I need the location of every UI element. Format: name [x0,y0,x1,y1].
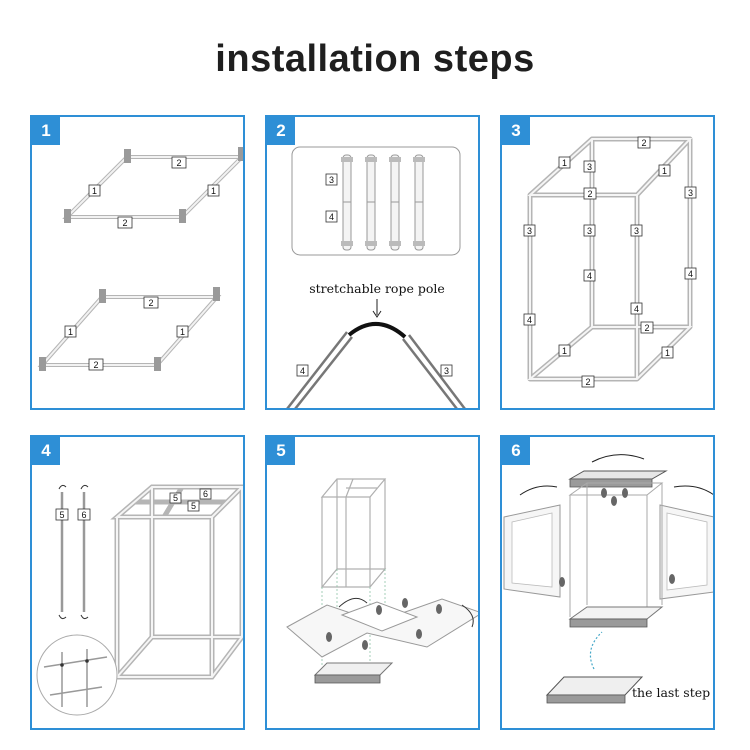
part-label: 1 [180,327,185,337]
part-label: 3 [587,162,592,172]
part-label: 4 [329,212,334,222]
part-label: 3 [634,226,639,236]
part-label: 2 [148,298,153,308]
part-label: 5 [59,510,64,520]
part-label: 6 [81,510,86,520]
rope-pole-caption: stretchable rope pole [309,281,445,296]
step-panel-3: 3 2 1 3 1 2 3 3 [500,115,715,410]
part-label: 2 [176,158,181,168]
part-label: 4 [634,304,639,314]
part-label: 1 [68,327,73,337]
part-label: 2 [641,138,646,148]
part-label: 3 [329,175,334,185]
part-label: 2 [587,189,592,199]
part-label: 4 [688,269,693,279]
step-panel-2: 2 3 4 stretchable rope pole [265,115,480,410]
part-label: 6 [203,489,208,499]
step-panel-4: 4 5 6 5 6 5 [30,435,245,730]
part-label: 3 [587,226,592,236]
step-badge: 2 [267,117,295,145]
part-label: 4 [300,366,305,376]
part-label: 1 [211,186,216,196]
step-badge: 4 [32,437,60,465]
step-2-illustration: 3 4 stretchable rope pole 4 3 [286,146,466,408]
last-step-caption: the last step [632,685,710,700]
step-badge: 1 [32,117,60,145]
step-badge: 3 [502,117,530,145]
step-3-illustration: 2 1 3 1 2 3 3 3 3 4 4 4 4 2 1 1 2 [523,136,697,388]
part-label: 5 [173,493,178,503]
part-label: 1 [662,166,667,176]
step-6-illustration: the last step [503,454,713,704]
step-panel-5: 5 [265,435,480,730]
part-label: 2 [644,323,649,333]
part-label: 5 [191,501,196,511]
page-title: installation steps [215,38,535,80]
step-badge: 6 [502,437,530,465]
part-label: 3 [688,188,693,198]
part-label: 1 [92,186,97,196]
step-badge: 5 [267,437,295,465]
part-label: 3 [527,226,532,236]
part-label: 2 [122,218,127,228]
part-label: 1 [562,158,567,168]
part-label: 1 [562,346,567,356]
part-label: 1 [665,348,670,358]
step-panel-6: 6 the last step [500,435,715,730]
step-5-illustration [286,478,478,684]
step-panel-1: 1 2 1 1 2 2 1 1 [30,115,245,410]
part-label: 2 [585,377,590,387]
part-label: 4 [527,315,532,325]
part-label: 2 [93,360,98,370]
part-label: 4 [587,271,592,281]
step-4-illustration: 5 6 5 6 5 [36,484,243,716]
part-label: 3 [444,366,449,376]
step-1-illustration: 2 1 1 2 2 1 1 2 [37,147,243,371]
